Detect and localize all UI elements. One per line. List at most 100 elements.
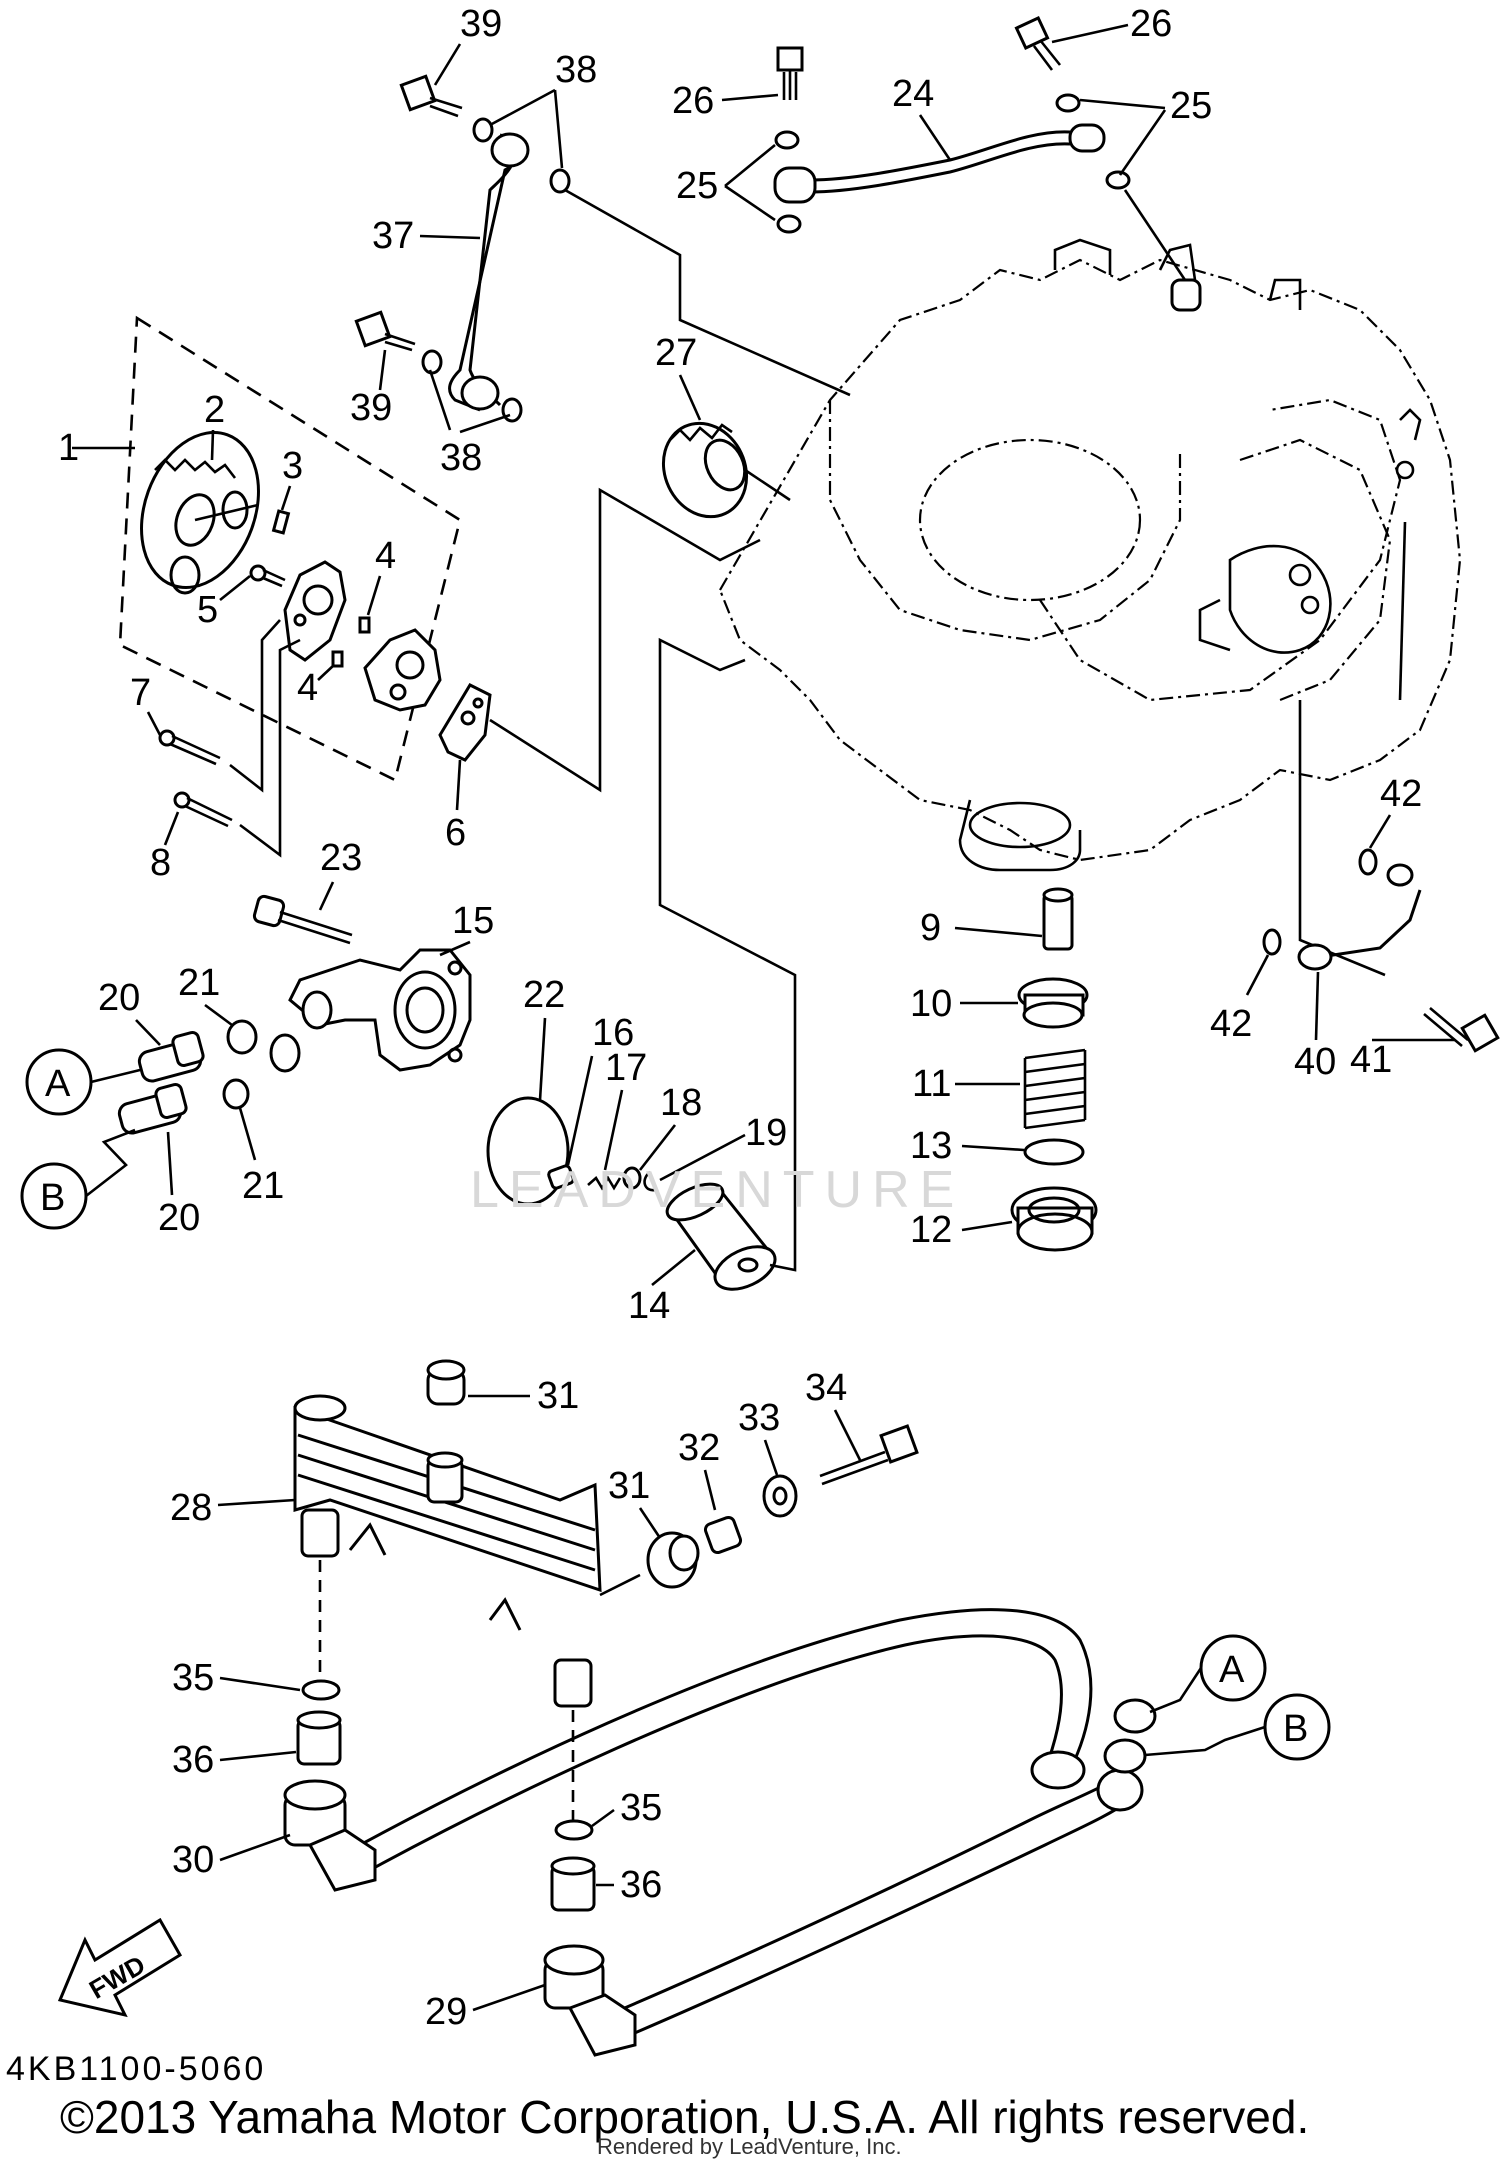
compression-spring bbox=[1023, 1048, 1087, 1130]
filter-cover-o-ring bbox=[486, 1096, 570, 1206]
pump-screw-long bbox=[158, 729, 221, 766]
collar-36-right bbox=[550, 1856, 596, 1912]
callout-6: 6 bbox=[445, 812, 466, 854]
screw-small bbox=[249, 564, 286, 588]
drain-plug bbox=[1010, 1186, 1098, 1252]
union-bolt-24-right bbox=[1014, 15, 1062, 71]
callout-27: 27 bbox=[655, 332, 697, 374]
watermark: LEADVENTURE bbox=[470, 1161, 965, 1219]
callout-28: 28 bbox=[170, 1487, 212, 1529]
connector-b-upper: B bbox=[20, 1128, 136, 1230]
callout-17: 17 bbox=[605, 1047, 647, 1089]
callout-21-lower: 21 bbox=[242, 1165, 284, 1207]
callout-37: 37 bbox=[372, 215, 414, 257]
grommet-31-side bbox=[646, 1531, 700, 1589]
union-bolt-24-left bbox=[776, 46, 804, 100]
washer-42-upper bbox=[1358, 848, 1378, 876]
callout-31-side: 31 bbox=[608, 1465, 650, 1507]
callout-26-right: 26 bbox=[1130, 3, 1172, 45]
callout-13: 13 bbox=[910, 1125, 952, 1167]
callout-4-upper: 4 bbox=[375, 535, 396, 577]
union-fitting-lower bbox=[117, 1082, 188, 1135]
pin bbox=[271, 509, 291, 535]
dowel-pin-1 bbox=[358, 616, 371, 634]
callout-9: 9 bbox=[920, 907, 941, 949]
crankcase bbox=[718, 238, 1462, 872]
union-fitting-cooler bbox=[1103, 1698, 1157, 1774]
callout-8: 8 bbox=[150, 842, 171, 884]
dowel-pin-2 bbox=[331, 650, 344, 668]
circlip bbox=[643, 1170, 656, 1192]
callout-21-upper: 21 bbox=[178, 962, 220, 1004]
union-bolt-upper bbox=[399, 74, 463, 118]
callout-19: 19 bbox=[745, 1112, 787, 1154]
union-bolt-lower bbox=[354, 310, 416, 352]
washer bbox=[549, 168, 571, 194]
pipe-fitting-boss bbox=[1170, 278, 1202, 312]
spring-seat bbox=[547, 1164, 575, 1190]
filter-spring bbox=[587, 1175, 622, 1191]
strainer-pipe bbox=[1042, 887, 1074, 951]
callout-14: 14 bbox=[628, 1285, 670, 1327]
callout-23: 23 bbox=[320, 837, 362, 879]
callouts: 39 38 37 39 38 26 26 24 25 25 27 1 2 3 4… bbox=[58, 3, 1455, 2033]
o-ring-35-right bbox=[554, 1819, 594, 1841]
callout-20-upper: 20 bbox=[98, 977, 140, 1019]
hose-fitting-30 bbox=[283, 1779, 377, 1892]
washer bbox=[776, 214, 802, 234]
rendered-by-notice: Rendered by LeadVenture, Inc. bbox=[597, 2134, 902, 2159]
callout-36-left: 36 bbox=[172, 1739, 214, 1781]
filter-washer bbox=[622, 1166, 642, 1190]
union-fitting-upper bbox=[137, 1030, 205, 1083]
hose-fitting-29 bbox=[543, 1944, 637, 2057]
collar-32 bbox=[703, 1515, 743, 1555]
callout-40: 40 bbox=[1294, 1041, 1336, 1083]
callout-5: 5 bbox=[197, 589, 218, 631]
callout-29: 29 bbox=[425, 1991, 467, 2033]
svg-text:B: B bbox=[40, 1177, 65, 1219]
callout-20-lower: 20 bbox=[158, 1197, 200, 1239]
callout-25-right: 25 bbox=[1170, 85, 1212, 127]
callout-41: 41 bbox=[1350, 1039, 1392, 1081]
callout-30: 30 bbox=[172, 1839, 214, 1881]
pump-cover bbox=[283, 560, 347, 662]
callout-11: 11 bbox=[912, 1063, 951, 1105]
callout-25-left: 25 bbox=[676, 165, 718, 207]
o-ring-21-lower bbox=[222, 1078, 250, 1110]
callout-42-upper: 42 bbox=[1380, 773, 1422, 815]
oil-cooler-hose-lower bbox=[619, 1768, 1144, 2037]
callout-7: 7 bbox=[130, 672, 151, 714]
bolt-41 bbox=[1423, 1007, 1500, 1053]
oil-hose-40 bbox=[1297, 863, 1422, 971]
connector-a-lower: A bbox=[1149, 1634, 1267, 1714]
washer bbox=[774, 130, 800, 150]
cooler-bolt-34 bbox=[819, 1424, 919, 1486]
collar-36-left bbox=[296, 1710, 342, 1766]
diagram-part-code: 4KB1100-5060 bbox=[6, 2050, 267, 2088]
callout-24: 24 bbox=[892, 73, 934, 115]
callout-39-top: 39 bbox=[460, 3, 502, 45]
callout-32: 32 bbox=[678, 1427, 720, 1469]
svg-text:B: B bbox=[1283, 1708, 1308, 1750]
callout-3: 3 bbox=[282, 445, 303, 487]
callout-39-mid: 39 bbox=[350, 387, 392, 429]
callout-16: 16 bbox=[592, 1012, 634, 1054]
oil-cooler bbox=[293, 1394, 602, 1708]
drive-gear bbox=[661, 421, 791, 519]
callout-38-top: 38 bbox=[555, 49, 597, 91]
svg-text:A: A bbox=[45, 1063, 71, 1105]
callout-1: 1 bbox=[58, 427, 79, 469]
copyright-notice: ©2013 Yamaha Motor Corporation, U.S.A. A… bbox=[60, 2091, 1310, 2143]
o-ring-35-left bbox=[301, 1679, 341, 1701]
callout-26-left: 26 bbox=[672, 80, 714, 122]
callout-34: 34 bbox=[805, 1367, 847, 1409]
svg-text:A: A bbox=[1219, 1649, 1245, 1691]
forward-direction-arrow: FWD bbox=[57, 1917, 183, 2018]
callout-12: 12 bbox=[910, 1209, 952, 1251]
washer-42-lower bbox=[1262, 928, 1282, 956]
drain-plug-upper bbox=[1017, 977, 1089, 1029]
drain-o-ring bbox=[1023, 1138, 1085, 1166]
grommet-31-top bbox=[426, 1359, 466, 1406]
filter-housing bbox=[269, 948, 472, 1073]
